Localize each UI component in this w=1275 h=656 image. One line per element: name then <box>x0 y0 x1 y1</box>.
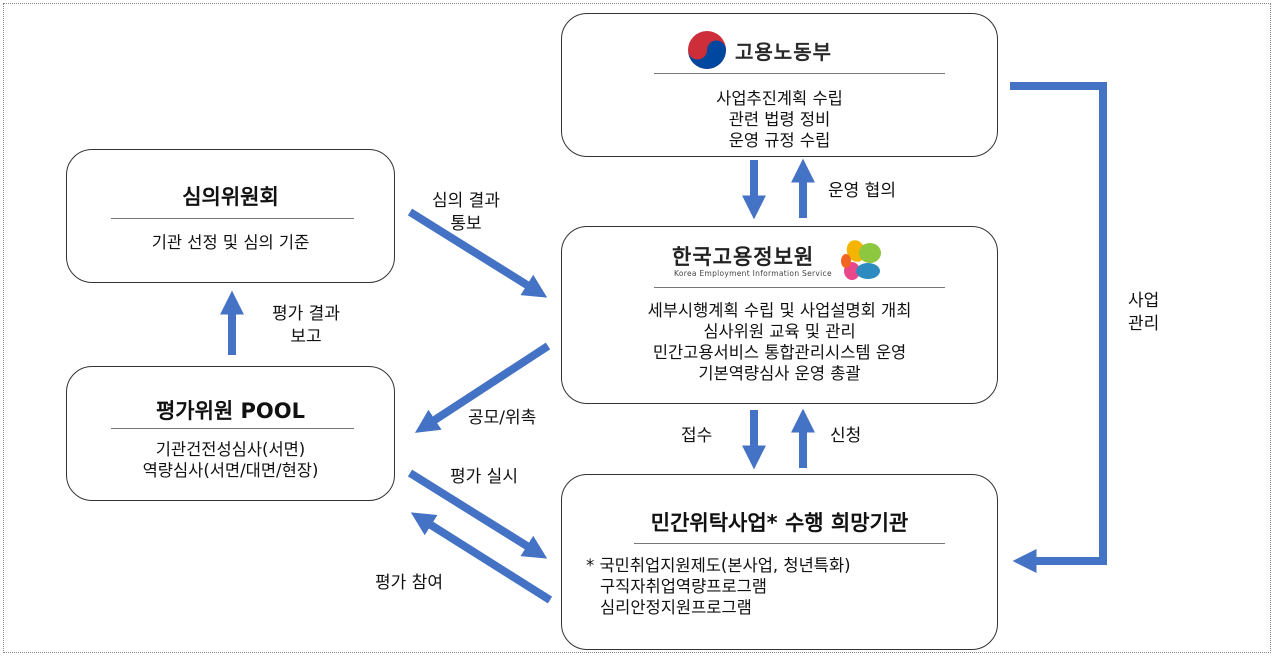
label-participate: 평가 참여 <box>375 573 443 593</box>
pool-line: 역량심사(서면/대면/현장) <box>142 461 319 480</box>
label-conduct: 평가 실시 <box>450 467 518 487</box>
applicant-body: * 국민취업지원제도(본사업, 청년특화) 구직자취업역량프로그램 심리안정지원… <box>586 555 997 618</box>
label-report: 평가 결과 보고 <box>272 303 340 349</box>
label-deliberation: 심의 결과 통보 <box>432 190 500 236</box>
committee-body: 기관 선정 및 심의 기준 <box>67 232 394 253</box>
pool-line: 기관건전성심사(서면) <box>155 440 306 459</box>
committee-divider <box>111 218 354 219</box>
moel-line: 사업추진계획 수립 <box>716 89 843 108</box>
arrow-keis-to-pool <box>414 342 551 433</box>
pool-body: 기관건전성심사(서면) 역량심사(서면/대면/현장) <box>67 439 394 481</box>
applicant-line: 심리안정지원프로그램 <box>600 598 752 617</box>
keis-divider <box>654 287 945 288</box>
keis-line: 민간고용서비스 통합관리시스템 운영 <box>652 343 907 362</box>
arrow-management <box>1010 82 1107 573</box>
moel-divider <box>654 73 945 74</box>
label-receipt: 접수 <box>681 426 713 446</box>
keis-line: 기본역량심사 운영 총괄 <box>698 364 861 383</box>
applicant-line: * 국민취업지원제도(본사업, 청년특화) <box>586 556 851 575</box>
moel-box: 고용노동부 사업추진계획 수립 관련 법령 정비 운영 규정 수립 <box>561 13 998 157</box>
arrow-committee-to-keis <box>407 208 548 298</box>
keis-line: 세부시행계획 수립 및 사업설명회 개최 <box>647 301 912 320</box>
applicant-box: 민간위탁사업* 수행 희망기관 * 국민취업지원제도(본사업, 청년특화) 구직… <box>561 474 998 650</box>
label-apply: 신청 <box>830 426 862 446</box>
label-report-line2: 보고 <box>290 327 322 347</box>
moel-line: 운영 규정 수립 <box>728 131 831 150</box>
moel-logo-text: 고용노동부 <box>735 39 832 64</box>
moel-logo: 고용노동부 <box>687 30 832 70</box>
pool-divider <box>111 428 354 429</box>
keis-body: 세부시행계획 수립 및 사업설명회 개최 심사위원 교육 및 관리 민간고용서비… <box>562 300 997 384</box>
pool-title: 평가위원 POOL <box>155 399 306 423</box>
applicant-divider <box>634 543 945 544</box>
keis-logo: 한국고용정보원 Korea Employment Information Ser… <box>672 239 902 283</box>
arrow-pool-to-applicant <box>407 469 548 559</box>
arrow-applicant-to-pool <box>410 512 553 604</box>
label-management-line2: 관리 <box>1128 314 1160 334</box>
applicant-title: 민간위탁사업* 수행 희망기관 <box>650 511 909 535</box>
applicant-line: 구직자취업역량프로그램 <box>600 577 767 596</box>
taegeuk-icon <box>688 31 726 69</box>
keis-logo-name: 한국고용정보원 <box>672 245 815 269</box>
committee-title: 심의위원회 <box>182 185 279 209</box>
diagram-frame <box>3 3 1271 653</box>
pool-box: 평가위원 POOL 기관건전성심사(서면) 역량심사(서면/대면/현장) <box>66 366 395 501</box>
label-management-line1: 사업 <box>1128 291 1160 311</box>
label-deliberation-line1: 심의 결과 <box>432 191 500 211</box>
label-deliberation-line2: 통보 <box>450 214 482 234</box>
label-report-line1: 평가 결과 <box>272 304 340 324</box>
moel-line: 관련 법령 정비 <box>728 110 831 129</box>
committee-line: 기관 선정 및 심의 기준 <box>151 233 310 252</box>
keis-logo-sub: Korea Employment Information Service <box>674 269 832 278</box>
keis-leaf-icon <box>841 240 881 280</box>
label-consult: 운영 협의 <box>828 181 896 201</box>
label-management: 사업 관리 <box>1128 290 1159 336</box>
keis-box: 한국고용정보원 Korea Employment Information Ser… <box>561 226 998 404</box>
moel-body: 사업추진계획 수립 관련 법령 정비 운영 규정 수립 <box>562 88 997 151</box>
keis-line: 심사위원 교육 및 관리 <box>703 322 856 341</box>
label-recruit: 공모/위촉 <box>468 408 537 428</box>
committee-box: 심의위원회 기관 선정 및 심의 기준 <box>66 149 395 283</box>
